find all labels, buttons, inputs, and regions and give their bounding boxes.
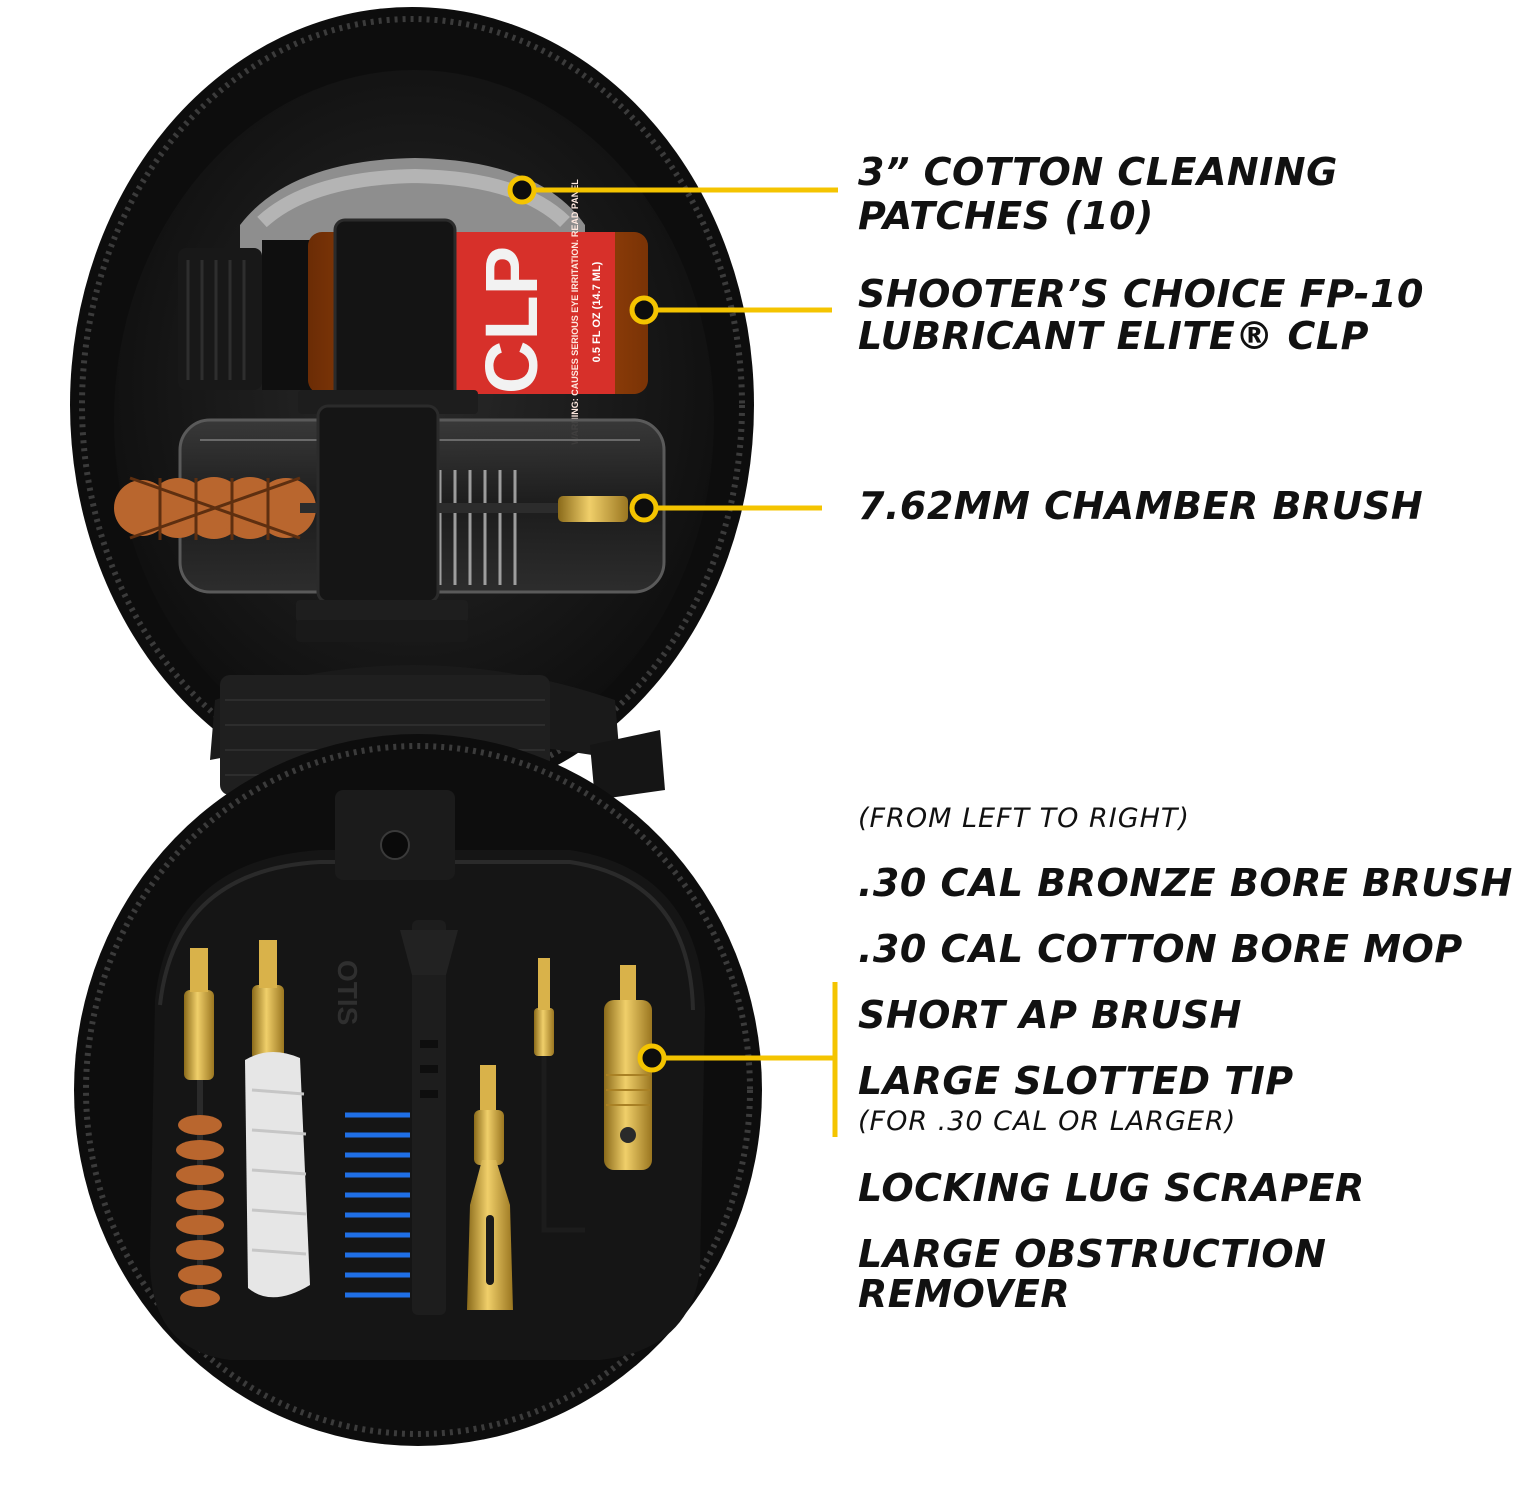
callout-lubricant-line1: SHOOTER’S CHOICE FP-10: [858, 272, 1424, 316]
callout-tool-obstruction-line2: REMOVER: [858, 1272, 1071, 1316]
clp-bottle: CLP WARNING: CAUSES SERIOUS EYE IRRITATI…: [178, 179, 648, 445]
callout-tool-slotted-tip-note: (FOR .30 CAL OR LARGER): [858, 1106, 1237, 1137]
callout-chamber-brush: 7.62MM CHAMBER BRUSH: [858, 484, 1424, 528]
callout-pointers: [507, 175, 838, 1137]
slotted-tip: [467, 1065, 513, 1310]
callout-tool-bronze-brush: .30 CAL BRONZE BORE BRUSH: [858, 861, 1513, 905]
callout-tool-lug-scraper: LOCKING LUG SCRAPER: [858, 1166, 1365, 1210]
callout-patches-line2: PATCHES (10): [858, 194, 1154, 238]
clp-volume-text: 0.5 FL OZ (14.7 ML): [591, 261, 603, 362]
short-ap-brush: [345, 920, 458, 1315]
callout-patches-line1: 3” COTTON CLEANING: [858, 150, 1338, 194]
callout-tool-ap-brush: SHORT AP BRUSH: [858, 993, 1242, 1037]
chamber-brush-tube: [114, 404, 666, 642]
obstruction-remover: [604, 965, 652, 1170]
callout-lubricant-line2: LUBRICANT ELITE® CLP: [858, 314, 1369, 358]
callout-tool-obstruction-line1: LARGE OBSTRUCTION: [858, 1232, 1327, 1276]
callout-tool-slotted-tip: LARGE SLOTTED TIP: [858, 1059, 1294, 1103]
callout-tools-note: (FROM LEFT TO RIGHT): [858, 803, 1190, 834]
brand-stamp: OTIS: [332, 960, 363, 1025]
callout-tool-bore-mop: .30 CAL COTTON BORE MOP: [858, 927, 1463, 971]
clp-label-text: CLP: [470, 246, 553, 394]
bronze-bore-brush: [176, 948, 224, 1307]
cotton-bore-mop: [245, 940, 310, 1298]
locking-lug-scraper: [534, 958, 585, 1233]
clp-warning-text: WARNING: CAUSES SERIOUS EYE IRRITATION. …: [570, 179, 580, 445]
